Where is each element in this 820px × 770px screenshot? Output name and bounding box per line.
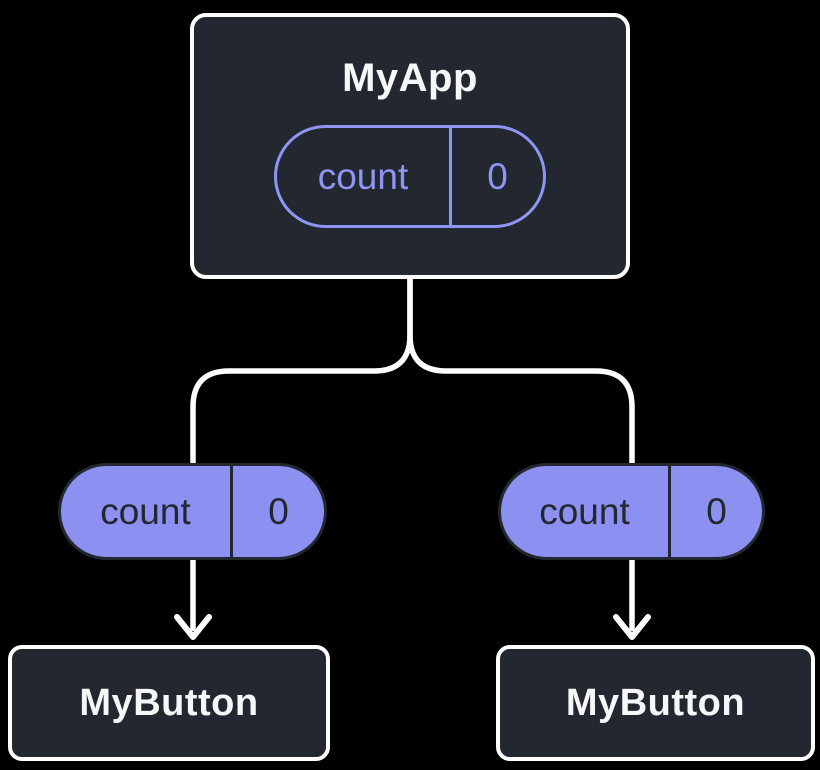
state-pill-divider: [449, 128, 452, 225]
node-myapp: MyApp count 0: [190, 13, 630, 279]
node-mybutton-left-label: MyButton: [79, 681, 259, 724]
prop-pill-left-value: 0: [268, 490, 289, 532]
prop-pill-right: count 0: [498, 463, 765, 560]
node-myapp-label: MyApp: [342, 56, 478, 100]
arrow-left-head-icon: [174, 614, 212, 640]
prop-pill-right-key: count: [539, 490, 630, 532]
branch-line-left: [190, 275, 413, 466]
node-mybutton-right-label: MyButton: [565, 681, 746, 724]
node-mybutton-right: MyButton: [496, 645, 815, 761]
node-mybutton-left: MyButton: [8, 645, 330, 761]
branch-line-right: [407, 275, 635, 466]
state-pill-value: 0: [487, 155, 508, 197]
state-pill-key: count: [317, 155, 409, 197]
prop-pill-right-divider: [668, 466, 671, 557]
state-pill-myapp: count 0: [274, 125, 546, 228]
prop-pill-left-divider: [230, 466, 233, 557]
prop-pill-left: count 0: [58, 463, 327, 560]
prop-pill-left-key: count: [100, 490, 191, 532]
arrow-right-head-icon: [613, 614, 651, 640]
prop-pill-right-value: 0: [706, 490, 727, 532]
